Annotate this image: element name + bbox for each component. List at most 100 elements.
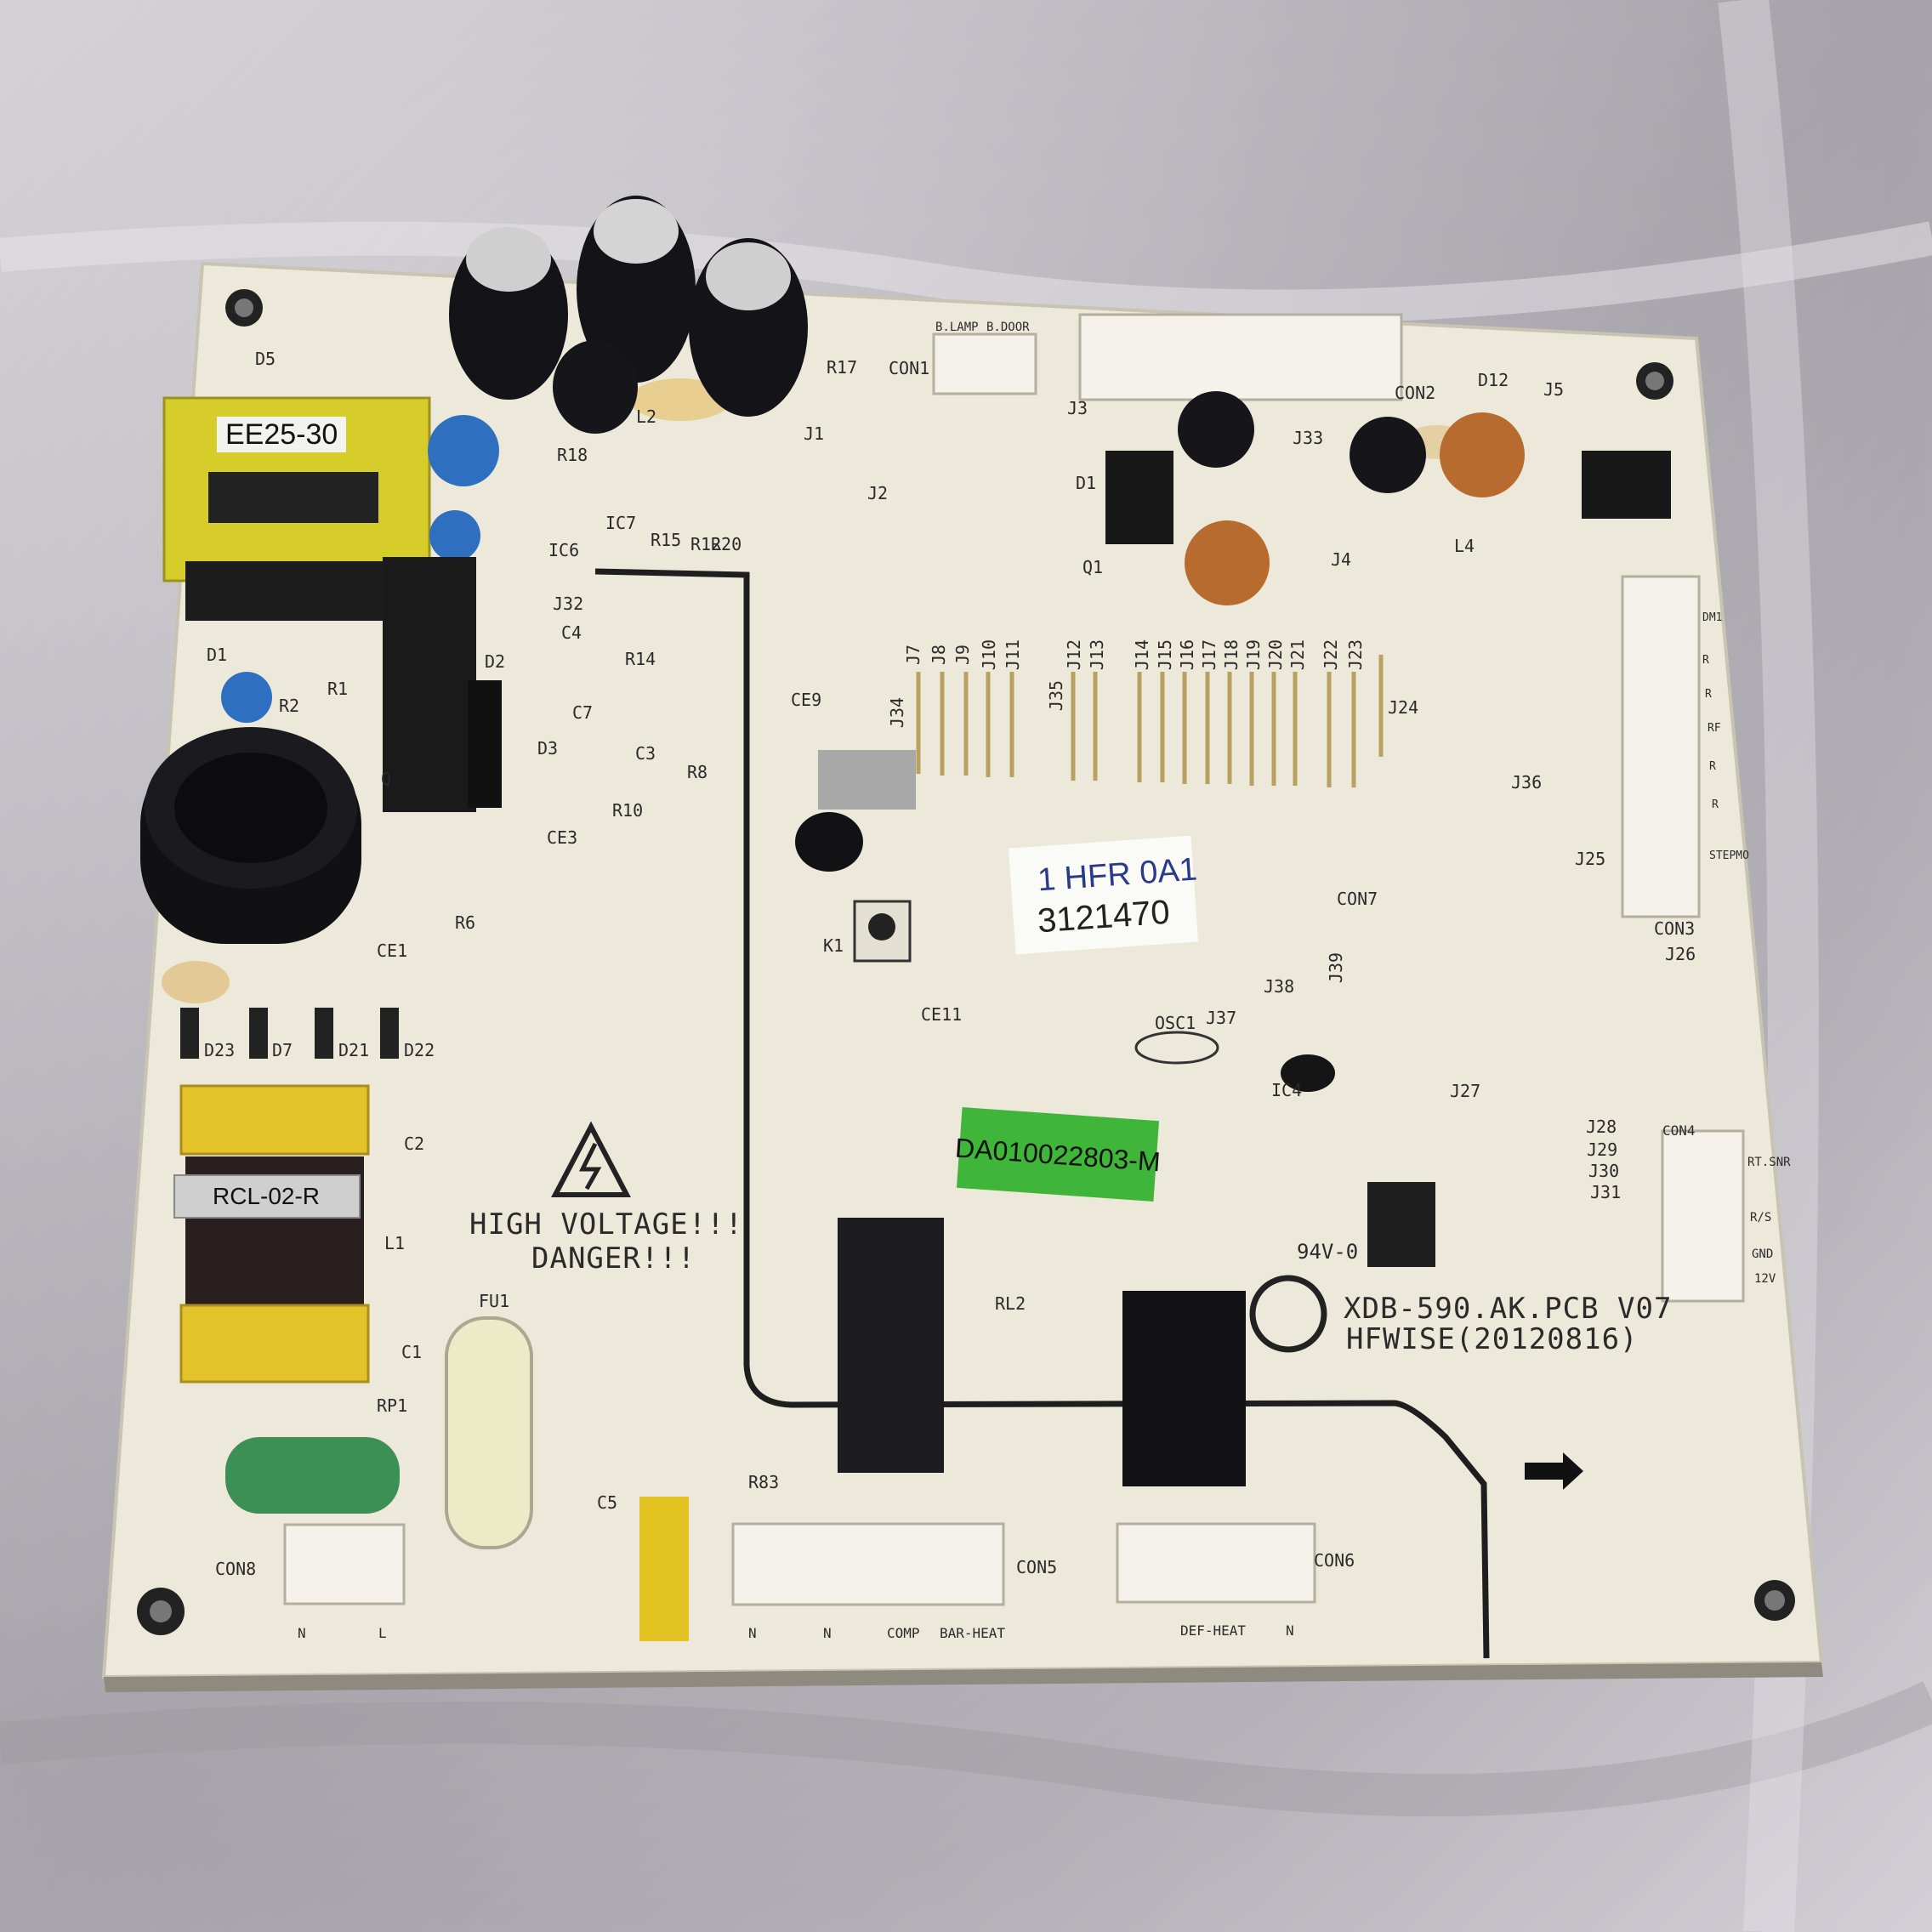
ref-c2: C2 bbox=[404, 1134, 425, 1154]
ref-con8: CON8 bbox=[215, 1559, 257, 1579]
con4-pin-1: RT.SNR bbox=[1747, 1156, 1791, 1169]
con8-pin-l: L bbox=[378, 1625, 387, 1641]
ref-r15: R15 bbox=[651, 530, 682, 550]
ref-r17: R17 bbox=[827, 357, 858, 378]
ref-osc1: OSC1 bbox=[1155, 1013, 1196, 1033]
ref-c5: C5 bbox=[597, 1492, 618, 1513]
ref-d22: D22 bbox=[404, 1040, 435, 1060]
ref-j32: J32 bbox=[553, 594, 584, 614]
ref-rl2: RL2 bbox=[995, 1293, 1026, 1314]
con3-pin-2: R bbox=[1702, 654, 1709, 667]
ref-d23: D23 bbox=[204, 1040, 236, 1060]
ref-c3: C3 bbox=[635, 743, 656, 764]
ref-rp1: RP1 bbox=[377, 1395, 408, 1416]
con5-pin-n1: N bbox=[748, 1625, 757, 1641]
ref-l1: L1 bbox=[384, 1233, 406, 1253]
ref-j20: J20 bbox=[1265, 639, 1287, 671]
ref-q1: Q1 bbox=[1082, 557, 1104, 577]
ref-r6: R6 bbox=[455, 912, 476, 933]
ref-j28: J28 bbox=[1586, 1117, 1617, 1137]
con4-pin-3: GND bbox=[1752, 1247, 1774, 1261]
pcb-model: XDB-590.AK.PCB V07 bbox=[1344, 1292, 1673, 1326]
ref-j16: J16 bbox=[1177, 639, 1198, 671]
ref-l2: L2 bbox=[636, 406, 657, 427]
ref-r1: R1 bbox=[327, 679, 349, 699]
ref-con6: CON6 bbox=[1314, 1550, 1355, 1571]
ref-j24: J24 bbox=[1388, 697, 1419, 718]
ref-b-door: B.DOOR bbox=[986, 321, 1030, 334]
con5-pin-bar-heat: BAR-HEAT bbox=[940, 1625, 1006, 1641]
ref-j3: J3 bbox=[1067, 398, 1088, 418]
ref-j31: J31 bbox=[1590, 1182, 1622, 1202]
ref-c7: C7 bbox=[572, 702, 594, 723]
ref-j39: J39 bbox=[1326, 952, 1347, 984]
ref-j23: J23 bbox=[1345, 639, 1367, 671]
warning-high-voltage: HIGH VOLTAGE!!! bbox=[469, 1208, 744, 1242]
ref-j35: J35 bbox=[1046, 679, 1067, 712]
line-filter-choke bbox=[173, 1084, 370, 1384]
ref-ce1: CE1 bbox=[377, 940, 408, 961]
ref-j26: J26 bbox=[1665, 944, 1696, 964]
ref-r2: R2 bbox=[279, 696, 300, 716]
ref-r18: R18 bbox=[557, 445, 588, 465]
ref-j8: J8 bbox=[929, 644, 950, 666]
ref-j30: J30 bbox=[1588, 1161, 1620, 1181]
con5-pin-n2: N bbox=[823, 1625, 832, 1641]
ref-j18: J18 bbox=[1221, 639, 1242, 671]
ref-l4: L4 bbox=[1454, 536, 1475, 556]
ref-j27: J27 bbox=[1450, 1081, 1481, 1101]
ref-ic7: IC7 bbox=[605, 513, 637, 533]
ref-j36: J36 bbox=[1511, 772, 1543, 793]
ref-r83: R83 bbox=[748, 1472, 780, 1492]
ref-ce3: CE3 bbox=[547, 827, 578, 848]
ref-j34: J34 bbox=[887, 696, 908, 729]
ref-d1: D1 bbox=[207, 645, 228, 665]
ref-j29: J29 bbox=[1587, 1139, 1618, 1160]
con4-pin-4: 12V bbox=[1754, 1272, 1776, 1286]
ref-con5: CON5 bbox=[1016, 1557, 1058, 1577]
ref-r10: R10 bbox=[612, 800, 644, 821]
con4-pin-2: R/S bbox=[1750, 1211, 1772, 1225]
con3-pin-6: R bbox=[1712, 798, 1719, 811]
con3-pin-4: RF bbox=[1708, 722, 1721, 735]
ref-j10: J10 bbox=[979, 639, 1000, 671]
ref-con3: CON3 bbox=[1654, 918, 1696, 939]
ref-j17: J17 bbox=[1199, 639, 1220, 671]
main-capacitor-ce1 bbox=[140, 727, 361, 944]
con3-pin-5: R bbox=[1709, 760, 1716, 773]
ref-j22: J22 bbox=[1321, 639, 1342, 671]
ref-d3: D3 bbox=[537, 738, 559, 759]
ref-j12: J12 bbox=[1064, 639, 1085, 671]
ref-j38: J38 bbox=[1264, 976, 1295, 997]
ref-con4: CON4 bbox=[1662, 1122, 1696, 1139]
ref-j4: J4 bbox=[1331, 549, 1352, 570]
ref-b-lamp: B.LAMP bbox=[935, 321, 979, 334]
con3-pin-3: R bbox=[1705, 688, 1712, 701]
ref-j7: J7 bbox=[903, 644, 924, 666]
ref-d2: D2 bbox=[485, 651, 506, 672]
ref-r14: R14 bbox=[625, 649, 656, 669]
ref-d12: D12 bbox=[1478, 370, 1509, 390]
flammability-rating: 94V-0 bbox=[1297, 1240, 1359, 1264]
ref-ic6: IC6 bbox=[548, 540, 580, 560]
transformer-label: EE25-30 bbox=[217, 417, 347, 452]
ref-q: Q bbox=[381, 769, 392, 789]
con8-pin-n: N bbox=[298, 1625, 306, 1641]
ref-j19: J19 bbox=[1243, 639, 1264, 671]
ref-d5: D5 bbox=[255, 349, 276, 369]
ref-ce9: CE9 bbox=[791, 690, 822, 710]
ref-j14: J14 bbox=[1132, 639, 1153, 671]
ref-con7: CON7 bbox=[1337, 889, 1378, 909]
ref-j5: J5 bbox=[1543, 379, 1565, 400]
ref-r8: R8 bbox=[687, 762, 708, 782]
ref-ic4: IC4 bbox=[1271, 1080, 1303, 1100]
ref-k1: K1 bbox=[823, 935, 844, 956]
transformer bbox=[162, 396, 431, 621]
ref-ce11: CE11 bbox=[921, 1004, 963, 1025]
ref-r12: R12 bbox=[690, 534, 722, 554]
ref-d7: D7 bbox=[272, 1040, 293, 1060]
con6-pin-def-heat: DEF-HEAT bbox=[1180, 1622, 1247, 1639]
ref-j11: J11 bbox=[1003, 639, 1024, 671]
pcb-maker: HFWISE(20120816) bbox=[1346, 1322, 1639, 1356]
